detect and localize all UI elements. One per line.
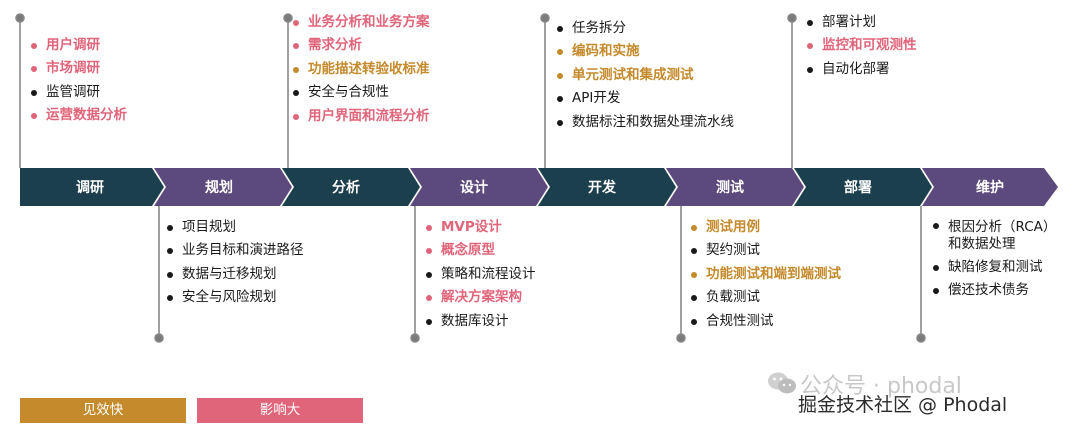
analysis-item: 功能描述转验收标准 — [292, 58, 430, 81]
deployment-list: 部署计划监控和可观测性自动化部署 — [806, 11, 917, 81]
stage-deployment-label: 部署 — [844, 179, 872, 196]
planning-item: 安全与风险规划 — [166, 286, 304, 309]
maintenance-list: 根因分析（RCA）和数据处理缺陷修复和测试偿还技术债务 — [932, 216, 1050, 303]
testing-item: 契约测试 — [690, 239, 841, 262]
stage-research-label: 调研 — [76, 180, 104, 196]
testing-item: 合规性测试 — [690, 310, 841, 333]
deployment-item: 自动化部署 — [806, 58, 917, 81]
stage-testing-arrow — [666, 168, 804, 206]
testing-item: 负载测试 — [690, 286, 841, 309]
connector-planning — [154, 206, 164, 343]
connector-development — [540, 13, 550, 168]
stage-development-arrow — [538, 168, 676, 206]
design-list: MVP设计概念原型策略和流程设计解决方案架构数据库设计 — [425, 216, 536, 333]
stage-maintenance-arrow — [922, 168, 1058, 206]
stage-research-arrow — [20, 168, 164, 206]
design-item: 解决方案架构 — [425, 286, 536, 309]
stage-design-arrow — [410, 168, 548, 206]
connectors — [15, 13, 926, 343]
connector-deployment — [787, 13, 797, 168]
stage-research: 调研 — [20, 168, 164, 206]
design-item: 数据库设计 — [425, 310, 536, 333]
research-list: 用户调研市场调研监管调研运营数据分析 — [30, 34, 127, 128]
connector-design — [410, 206, 420, 343]
connector-testing — [676, 206, 686, 343]
stage-testing-label: 测试 — [716, 179, 744, 196]
legend-high-impact: 影响大 — [197, 398, 363, 423]
stage-maintenance-label: 维护 — [976, 179, 1004, 196]
stage-planning-arrow — [154, 168, 292, 206]
testing-item: 测试用例 — [690, 216, 841, 239]
deployment-item: 部署计划 — [806, 11, 917, 34]
planning-item: 项目规划 — [166, 216, 304, 239]
research-item: 市场调研 — [30, 57, 127, 80]
development-item: 编码和实施 — [556, 40, 734, 63]
stage-analysis-label: 分析 — [332, 179, 360, 196]
stage-design: 设计 — [410, 168, 548, 206]
testing-item: 功能测试和端到端测试 — [690, 263, 841, 286]
research-item: 监管调研 — [30, 81, 127, 104]
stage-maintenance: 维护 — [922, 168, 1058, 206]
planning-list: 项目规划业务目标和演进路径数据与迁移规划安全与风险规划 — [166, 216, 304, 310]
watermark-account: 公众号 · phodal — [800, 374, 962, 399]
stage-planning: 规划 — [154, 168, 292, 206]
design-item: MVP设计 — [425, 216, 536, 239]
analysis-list: 业务分析和业务方案需求分析功能描述转验收标准安全与合规性用户界面和流程分析 — [292, 11, 430, 128]
research-item: 运营数据分析 — [30, 104, 127, 127]
development-item: 数据标注和数据处理流水线 — [556, 111, 734, 134]
analysis-item: 需求分析 — [292, 34, 430, 57]
stage-analysis-arrow — [282, 168, 420, 206]
stage-development: 开发 — [538, 168, 676, 206]
development-item: 单元测试和集成测试 — [556, 64, 734, 87]
connector-research — [15, 13, 25, 168]
stage-development-label: 开发 — [588, 179, 617, 196]
stage-analysis: 分析 — [282, 168, 420, 206]
testing-list: 测试用例契约测试功能测试和端到端测试负载测试合规性测试 — [690, 216, 841, 333]
development-item: API开发 — [556, 87, 734, 110]
analysis-item: 安全与合规性 — [292, 81, 430, 104]
research-item: 用户调研 — [30, 34, 127, 57]
analysis-item: 用户界面和流程分析 — [292, 105, 430, 128]
development-item: 任务拆分 — [556, 17, 734, 40]
wechat-icon — [768, 372, 796, 394]
stage-testing: 测试 — [666, 168, 804, 206]
design-item: 策略和流程设计 — [425, 263, 536, 286]
design-item: 概念原型 — [425, 239, 536, 262]
maintenance-item: 缺陷修复和测试 — [932, 256, 1050, 279]
maintenance-item: 偿还技术债务 — [932, 279, 1050, 302]
legend-quick-win: 见效快 — [20, 398, 186, 423]
watermark-community: 掘金技术社区 @ Phodal — [798, 394, 1008, 416]
connector-analysis — [283, 13, 293, 168]
stage-design-label: 设计 — [460, 179, 488, 196]
planning-item: 数据与迁移规划 — [166, 263, 304, 286]
analysis-item: 业务分析和业务方案 — [292, 11, 430, 34]
stage-deployment: 部署 — [794, 168, 932, 206]
maintenance-item: 根因分析（RCA）和数据处理 — [932, 216, 1050, 256]
planning-item: 业务目标和演进路径 — [166, 239, 304, 262]
stage-deployment-arrow — [794, 168, 932, 206]
connector-maintenance — [916, 206, 926, 343]
deployment-item: 监控和可观测性 — [806, 34, 917, 57]
stage-planning-label: 规划 — [205, 179, 233, 196]
